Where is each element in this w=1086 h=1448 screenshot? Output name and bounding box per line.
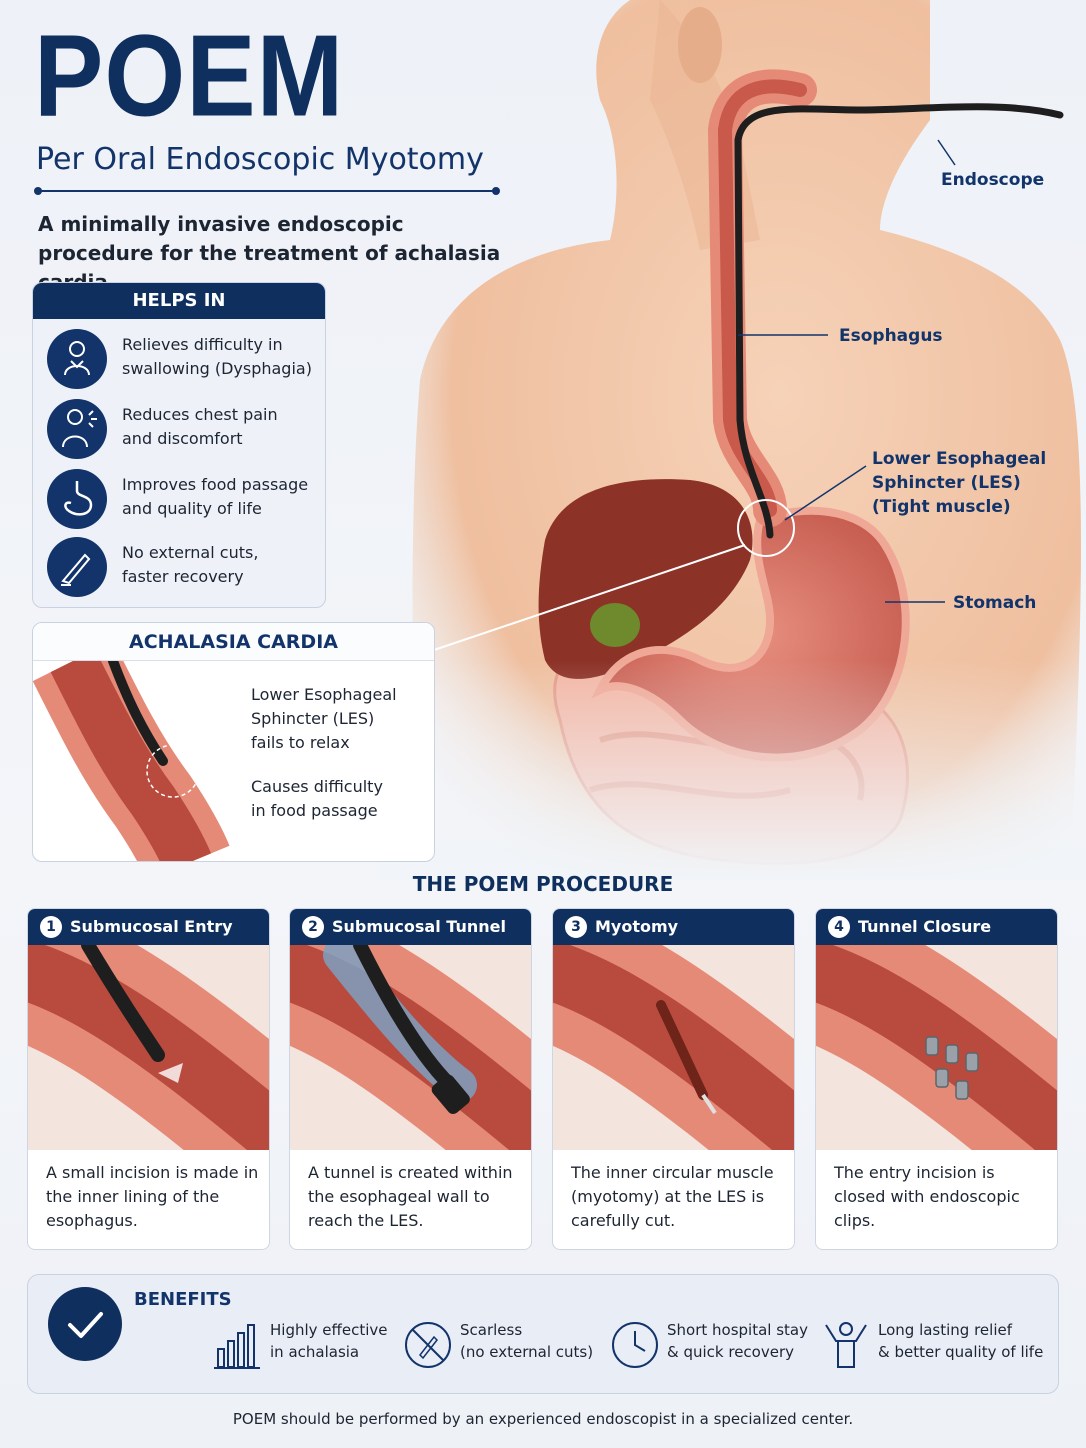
procedure-heading: THE POEM PROCEDURE [412,872,674,896]
procedure-step-card: 4 Tunnel Closure The entry incision is cl… [815,908,1058,1250]
step-description: The entry incision is closed with endosc… [834,1163,1020,1230]
benefits-panel: BENEFITS Highly effective in achalasia S… [27,1274,1059,1394]
help-item: Relieves difficulty in swallowing (Dysph… [47,329,317,391]
achalasia-note-effect: Causes difficulty in food passage [251,777,383,820]
les-label: Lower Esophageal Sphincter (LES) (Tight … [872,449,1047,517]
checkmark-icon [48,1287,122,1361]
step-number: 2 [302,916,324,938]
procedure-step-card: 3 Myotomy The inner circular muscle (myot… [552,908,795,1250]
achalasia-note-les: Lower Esophageal Sphincter (LES) fails t… [251,685,397,752]
submucosal-entry-illustration [28,945,269,1150]
stomach-icon [47,469,107,529]
achalasia-illustration [33,661,230,861]
helps-in-panel: HELPS IN Relieves difficulty in swallowi… [32,282,326,608]
help-item: Reduces chest pain and discomfort [47,399,317,461]
helps-in-heading: HELPS IN [33,283,325,319]
achalasia-panel: ACHALASIA CARDIA Lower Esophageal Sphinc… [32,622,435,862]
clock-icon [611,1319,659,1371]
endoscope-label: Endoscope [941,170,1045,190]
help-item: No external cuts, faster recovery [47,537,317,599]
growth-bars-icon [214,1319,262,1371]
stomach-label: Stomach [953,593,1037,613]
step-description: A small incision is made in the inner li… [46,1163,259,1230]
esophagus-label: Esophagus [839,326,943,346]
procedure-step-card: 1 Submucosal Entry A small incision is ma… [27,908,270,1250]
step-description: The inner circular muscle (myotomy) at t… [571,1163,774,1230]
procedure-step-card: 2 Submucosal Tunnel A tunnel is created w… [289,908,532,1250]
myotomy-illustration [553,945,794,1150]
scalpel-icon [47,537,107,597]
page-title: POEM [34,11,345,142]
throat-discomfort-icon [47,329,107,389]
step-number: 3 [565,916,587,938]
happy-person-icon [822,1319,870,1371]
step-title: Tunnel Closure [858,917,992,936]
step-number: 1 [40,916,62,938]
benefits-heading: BENEFITS [134,1289,232,1310]
tunnel-closure-illustration [816,945,1057,1150]
step-description: A tunnel is created within the esophagea… [308,1163,513,1230]
step-title: Myotomy [595,917,679,936]
anatomy-illustration [380,0,1086,880]
footer-note: POEM should be performed by an experienc… [232,1410,854,1428]
chest-pain-icon [47,399,107,459]
no-scalpel-icon [404,1319,452,1371]
step-title: Submucosal Tunnel [332,917,506,936]
step-number: 4 [828,916,850,938]
submucosal-tunnel-illustration [290,945,531,1150]
step-title: Submucosal Entry [70,917,233,936]
achalasia-heading: ACHALASIA CARDIA [33,623,434,661]
help-item: Improves food passage and quality of lif… [47,469,317,531]
